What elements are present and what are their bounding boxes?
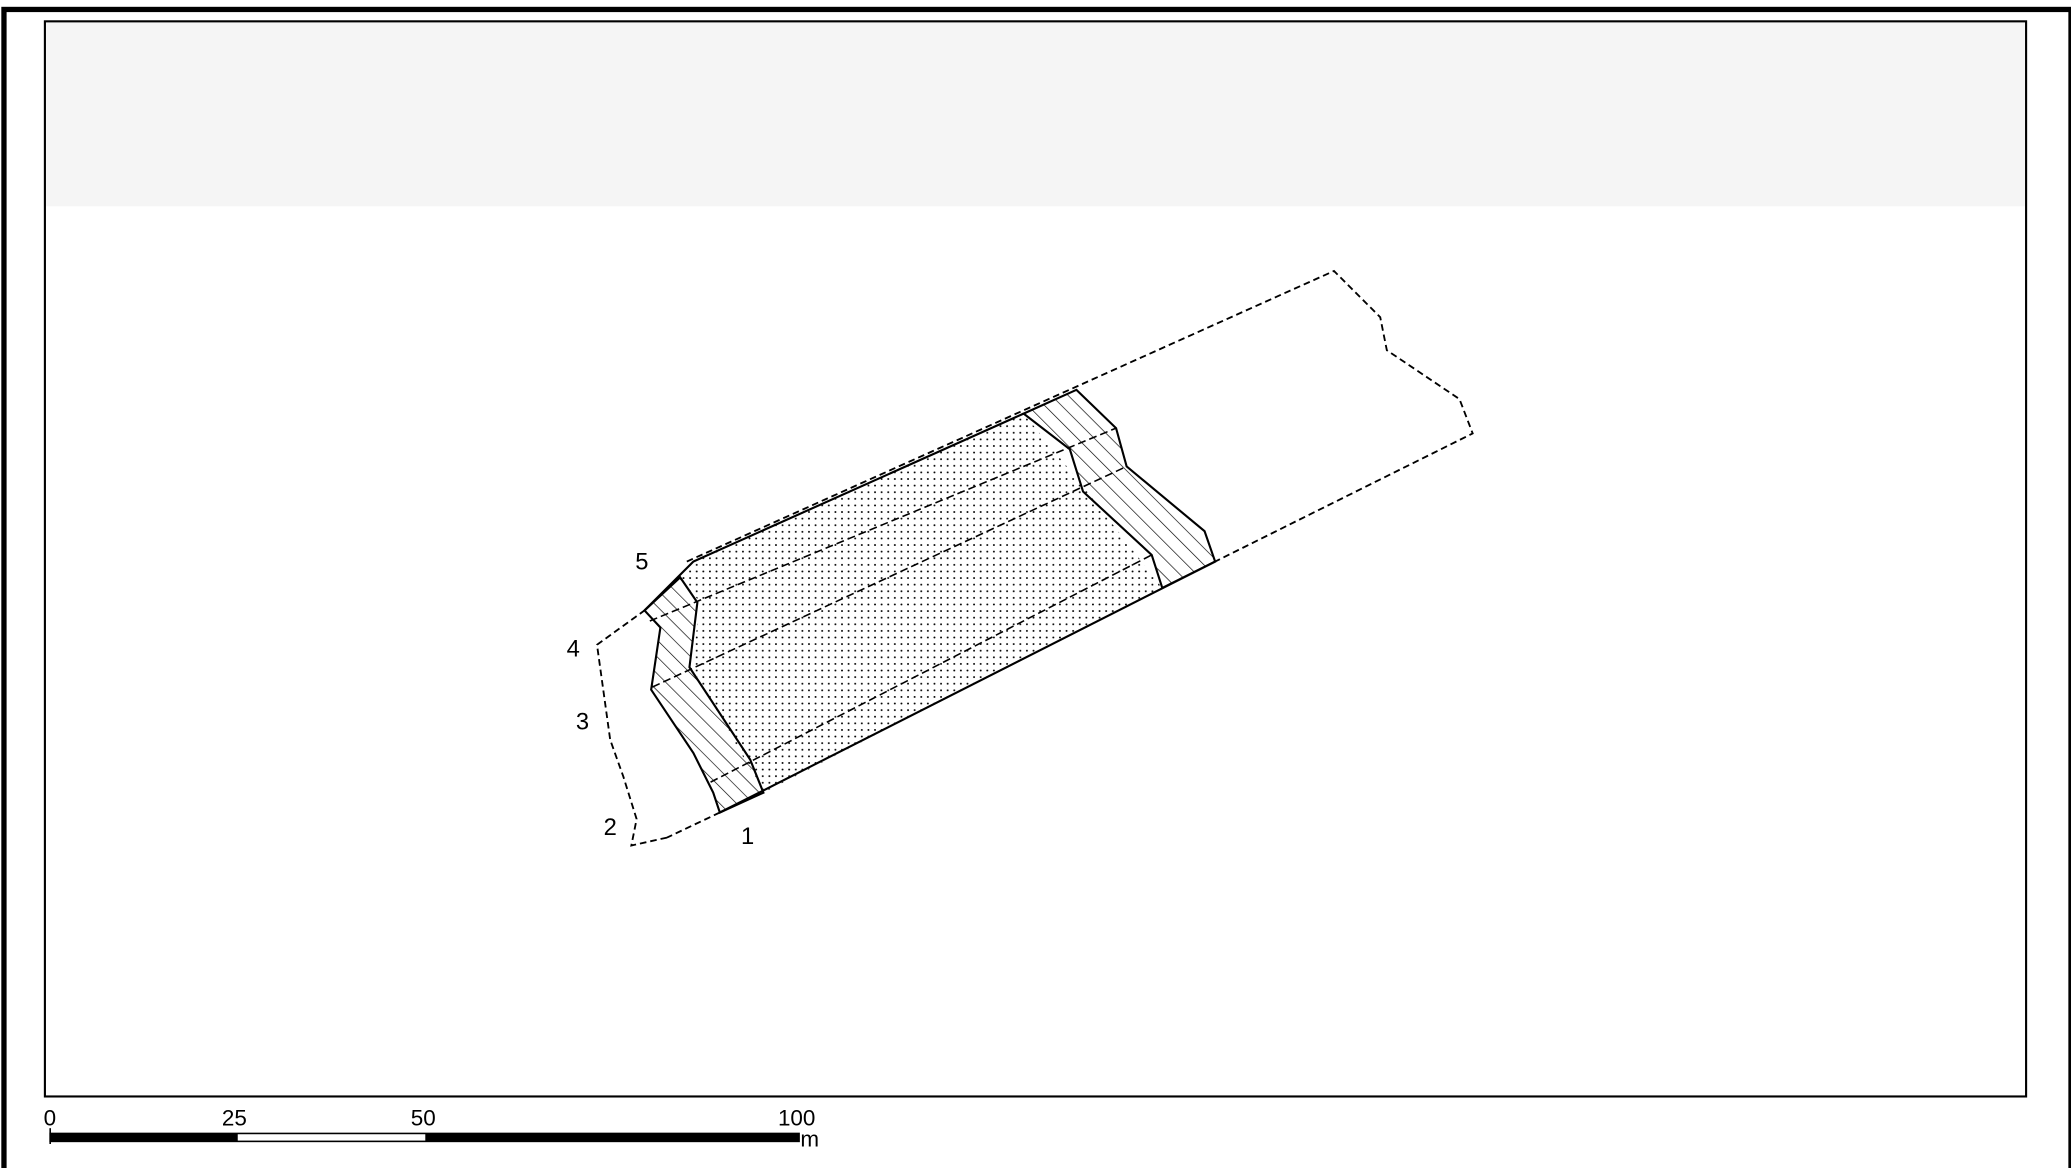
section-label-5: 5 [635,548,648,575]
header-band [46,22,2025,207]
outer-border [1,6,2071,1168]
hatched-section-east [1021,388,1217,590]
section-label-3: 3 [576,708,589,735]
scale-tick-100: 100 [778,1106,815,1131]
scale-tick-50: 50 [411,1106,436,1131]
section-label-2: 2 [604,814,617,841]
section-line-upper [649,427,1117,622]
section-line-middle [652,465,1127,688]
scale-unit: m [800,1127,819,1152]
hatched-section-west [643,575,765,814]
excavation-area-dotted [680,413,1163,793]
scale-bar: 0 25 50 100 m [44,1106,820,1152]
section-label-1: 1 [741,823,754,850]
survey-boundary-dashed [596,269,1474,847]
excavation-outline-south [719,560,1216,814]
scale-tick-0: 0 [44,1106,56,1131]
scale-tick-25: 25 [222,1106,247,1131]
section-label-4: 4 [567,636,580,663]
